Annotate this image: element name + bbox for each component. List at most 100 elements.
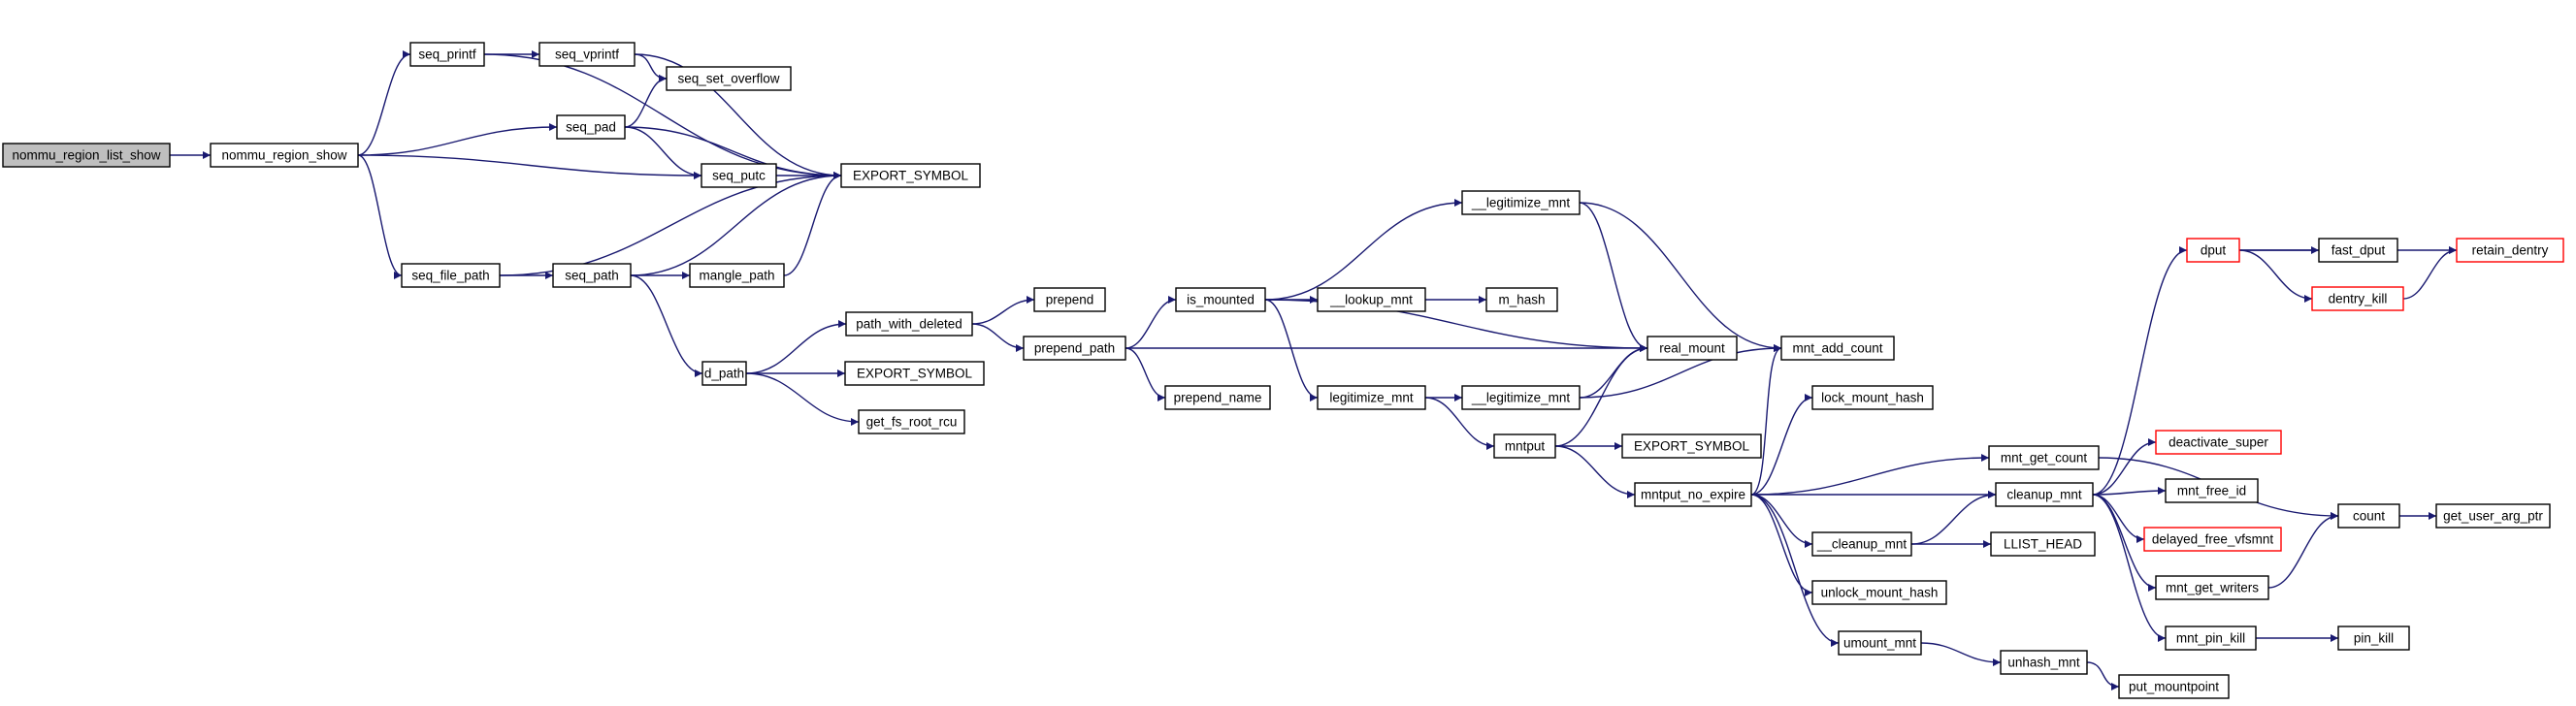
node-box[interactable] [1485,287,1558,312]
node-box[interactable] [2311,286,2404,311]
function-node[interactable]: nommu_region_list_show [2,143,171,168]
node-box[interactable] [701,361,747,386]
function-node[interactable]: __legitimize_mnt [1461,190,1581,215]
node-box[interactable] [2456,238,2564,263]
node-box[interactable] [2337,503,2400,529]
node-box[interactable] [2337,626,2410,651]
node-box[interactable] [2118,674,2230,699]
node-box[interactable] [1988,445,2100,470]
function-node[interactable]: seq_pad [556,114,626,140]
function-node[interactable]: m_hash [1485,287,1558,312]
node-box[interactable] [552,263,632,288]
node-box[interactable] [2143,527,2282,552]
node-box[interactable] [2318,238,2398,263]
node-box[interactable] [1317,287,1426,312]
node-box[interactable] [1033,287,1106,312]
node-box[interactable] [1461,190,1581,215]
node-box[interactable] [845,311,973,337]
function-node[interactable]: fast_dput [2318,238,2398,263]
function-node[interactable]: __cleanup_mnt [1811,531,1912,557]
function-node[interactable]: deactivate_super [2155,430,2282,455]
function-node[interactable]: seq_putc [701,163,777,188]
node-box[interactable] [409,42,485,67]
function-node[interactable]: EXPORT_SYMBOL [1621,433,1762,459]
function-node[interactable]: lock_mount_hash [1811,385,1934,410]
node-box[interactable] [2155,575,2269,600]
function-node[interactable]: seq_file_path [401,263,501,288]
function-node[interactable]: prepend_path [1023,336,1126,361]
function-node[interactable]: prepend [1033,287,1106,312]
node-box[interactable] [538,42,636,67]
node-box[interactable] [2000,650,2088,675]
node-box[interactable] [1461,385,1581,410]
node-box[interactable] [666,66,792,91]
node-box[interactable] [2165,626,2257,651]
function-node[interactable]: LLIST_HEAD [1990,531,2096,557]
node-box[interactable] [1175,287,1266,312]
function-node[interactable]: pin_kill [2337,626,2410,651]
function-node[interactable]: cleanup_mnt [1995,482,2094,507]
function-node[interactable]: mntput_no_expire [1634,482,1752,507]
function-node[interactable]: prepend_name [1164,385,1271,410]
function-node[interactable]: umount_mnt [1838,630,1922,656]
function-node[interactable]: seq_path [552,263,632,288]
node-box[interactable] [1838,630,1922,656]
node-box[interactable] [2165,478,2259,503]
node-box[interactable] [1990,531,2096,557]
node-box[interactable] [210,143,359,168]
function-node[interactable]: mnt_add_count [1780,336,1895,361]
node-box[interactable] [1647,336,1738,361]
function-node[interactable]: seq_printf [409,42,485,67]
function-node[interactable]: mangle_path [689,263,785,288]
node-box[interactable] [1317,385,1426,410]
node-box[interactable] [1811,580,1947,605]
node-box[interactable] [1811,531,1912,557]
function-node[interactable]: unhash_mnt [2000,650,2088,675]
node-box[interactable] [1023,336,1126,361]
node-box[interactable] [2,143,171,168]
node-box[interactable] [1780,336,1895,361]
function-node[interactable]: EXPORT_SYMBOL [840,163,981,188]
function-node[interactable]: delayed_free_vfsmnt [2143,527,2282,552]
node-box[interactable] [844,361,985,386]
node-box[interactable] [689,263,785,288]
function-node[interactable]: retain_dentry [2456,238,2564,263]
function-node[interactable]: get_user_arg_ptr [2435,503,2551,529]
function-node[interactable]: EXPORT_SYMBOL [844,361,985,386]
node-box[interactable] [1995,482,2094,507]
node-box[interactable] [1811,385,1934,410]
node-box[interactable] [401,263,501,288]
node-box[interactable] [701,163,777,188]
function-node[interactable]: d_path [701,361,747,386]
function-node[interactable]: mnt_get_count [1988,445,2100,470]
node-box[interactable] [1164,385,1271,410]
node-box[interactable] [556,114,626,140]
node-box[interactable] [1634,482,1752,507]
node-box[interactable] [2435,503,2551,529]
function-node[interactable]: real_mount [1647,336,1738,361]
node-box[interactable] [2155,430,2282,455]
function-node[interactable]: __legitimize_mnt [1461,385,1581,410]
function-node[interactable]: dentry_kill [2311,286,2404,311]
node-box[interactable] [858,409,965,434]
function-node[interactable]: mnt_get_writers [2155,575,2269,600]
function-node[interactable]: put_mountpoint [2118,674,2230,699]
function-node[interactable]: legitimize_mnt [1317,385,1426,410]
node-box[interactable] [2186,238,2240,263]
function-node[interactable]: path_with_deleted [845,311,973,337]
node-box[interactable] [840,163,981,188]
function-node[interactable]: is_mounted [1175,287,1266,312]
function-node[interactable]: mnt_free_id [2165,478,2259,503]
function-node[interactable]: seq_set_overflow [666,66,792,91]
node-box[interactable] [1493,433,1556,459]
function-node[interactable]: nommu_region_show [210,143,359,168]
node-box[interactable] [1621,433,1762,459]
function-node[interactable]: count [2337,503,2400,529]
function-node[interactable]: unlock_mount_hash [1811,580,1947,605]
function-node[interactable]: mntput [1493,433,1556,459]
function-node[interactable]: __lookup_mnt [1317,287,1426,312]
function-node[interactable]: get_fs_root_rcu [858,409,965,434]
function-node[interactable]: seq_vprintf [538,42,636,67]
function-node[interactable]: mnt_pin_kill [2165,626,2257,651]
function-node[interactable]: dput [2186,238,2240,263]
